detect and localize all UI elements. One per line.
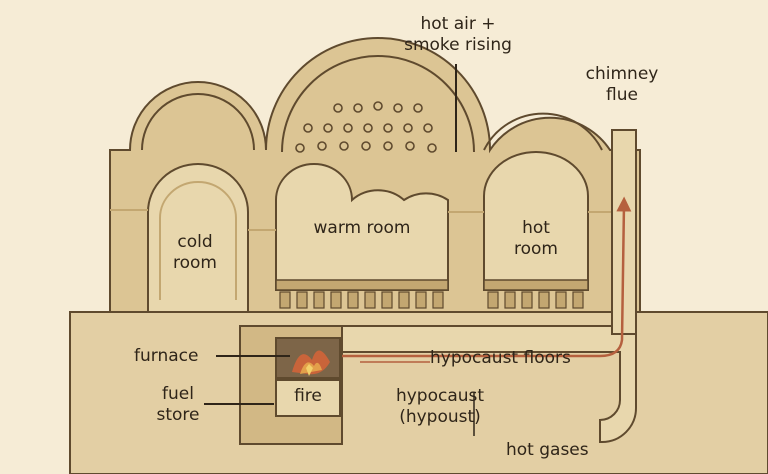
hypocaust-pillar bbox=[504, 291, 516, 309]
fire-box bbox=[275, 379, 341, 417]
warm-room-label: warm room bbox=[313, 218, 411, 238]
fire-label: fire bbox=[294, 386, 322, 406]
hypocaust-pillar bbox=[279, 291, 291, 309]
hypocaust-pillar bbox=[398, 291, 410, 309]
hypocaust-pillar bbox=[432, 291, 444, 309]
hot-room-dome bbox=[483, 112, 603, 151]
fuel-store-label: fuel store bbox=[156, 384, 200, 425]
hot-room-interior bbox=[483, 151, 589, 291]
furnace-label: furnace bbox=[134, 346, 199, 366]
hot-gas-flow-arrow bbox=[342, 196, 632, 358]
cold-room-label: cold room bbox=[173, 232, 217, 273]
hypocaust-pillar bbox=[521, 291, 533, 309]
hot-gases-label: hot gases bbox=[506, 440, 589, 460]
warm-room-interior bbox=[275, 163, 449, 291]
hot-room-label: hot room bbox=[514, 218, 558, 259]
warm-room-floor-slab bbox=[275, 279, 449, 291]
hot-air-label: hot air + smoke rising bbox=[404, 14, 512, 55]
cold-room-alcove bbox=[147, 163, 249, 313]
hypocaust-pillar bbox=[296, 291, 308, 309]
hypocaust-pillar bbox=[313, 291, 325, 309]
hypocaust-pillar bbox=[538, 291, 550, 309]
chimney-label: chimney flue bbox=[585, 64, 659, 105]
hypocaust-pillar bbox=[347, 291, 359, 309]
hypocaust-label: hypocaust (hypoust) bbox=[395, 386, 485, 427]
hypocaust-pillar bbox=[572, 291, 584, 309]
hypocaust-pillar bbox=[330, 291, 342, 309]
dome-holes bbox=[295, 101, 437, 153]
hypocaust-pillar bbox=[364, 291, 376, 309]
hot-room-floor-slab bbox=[483, 279, 589, 291]
hypocaust-pillar bbox=[487, 291, 499, 309]
cold-room-inner-arch bbox=[159, 181, 237, 300]
hypocaust-pillar bbox=[381, 291, 393, 309]
fire-flame bbox=[292, 350, 330, 376]
hypocaust-pillar bbox=[555, 291, 567, 309]
hypocaust-pillar bbox=[415, 291, 427, 309]
cold-room-dome bbox=[141, 93, 255, 151]
warm-room-pilae bbox=[279, 291, 444, 309]
warm-room-dome bbox=[281, 55, 475, 153]
hypocaust-floors-label: hypocaust floors bbox=[430, 348, 571, 368]
hot-room-pilae bbox=[487, 291, 584, 309]
